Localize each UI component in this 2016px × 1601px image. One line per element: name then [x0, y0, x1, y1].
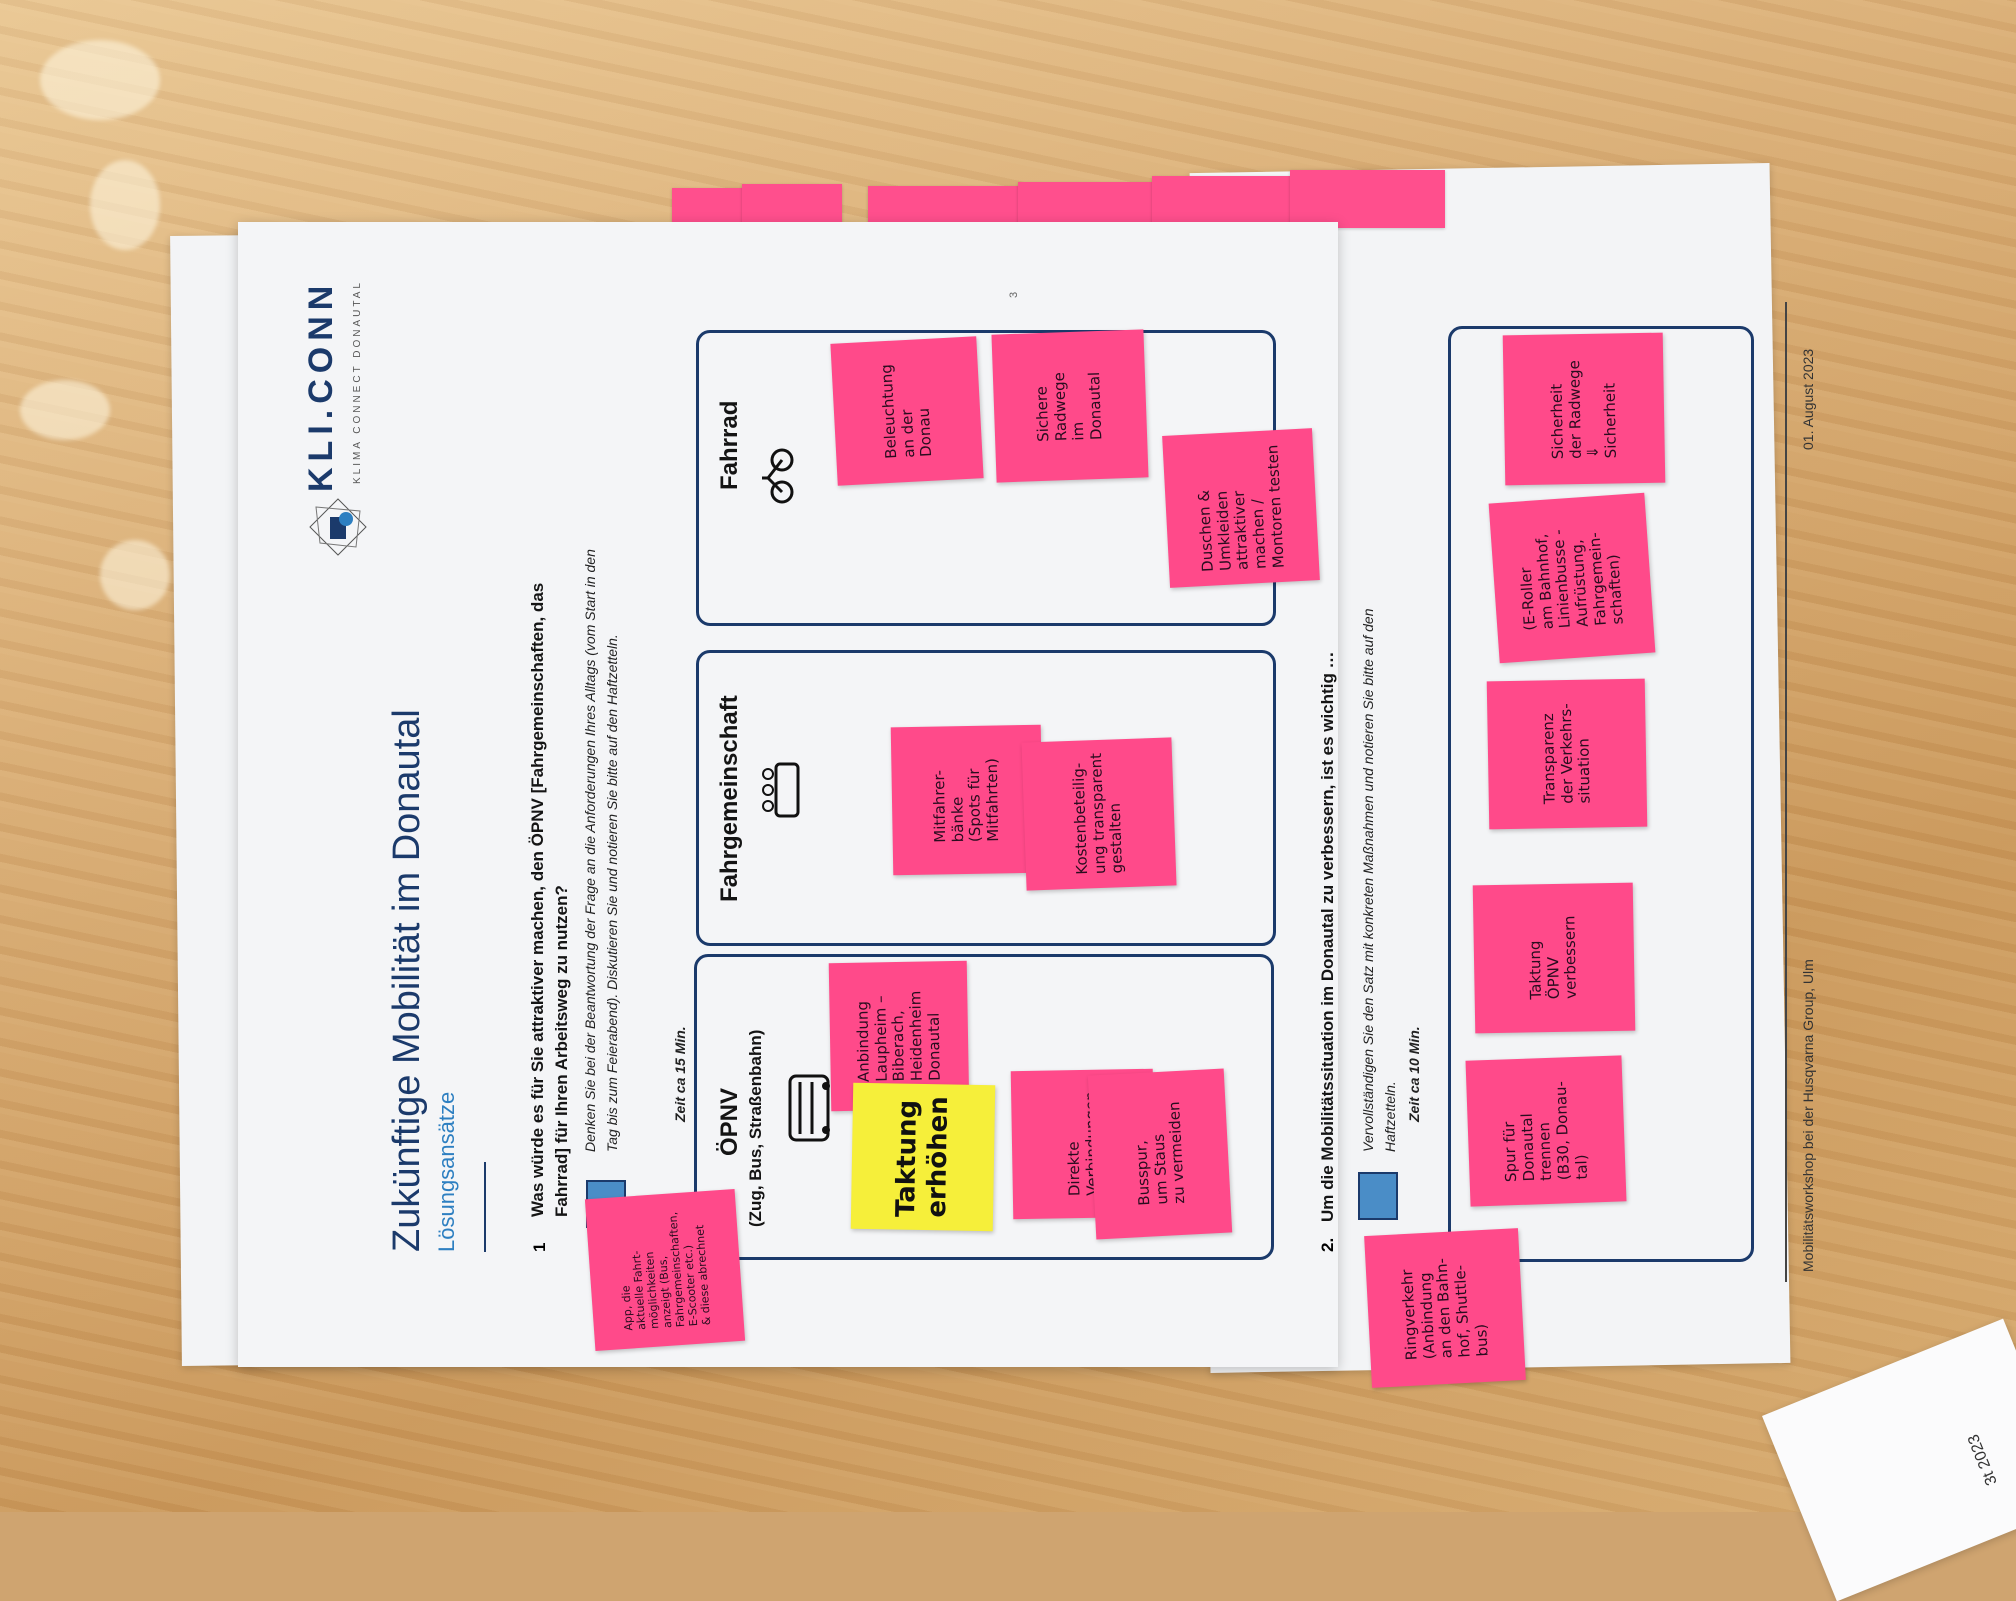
q1-text: Fahrrad] für Ihren Arbeitsweg zu nutzen?: [552, 885, 571, 1217]
top-sticky-note: [1290, 170, 1445, 228]
q1-text: Was würde es für Sie attraktiver machen,…: [528, 582, 547, 1217]
footer-left: Mobilitätsworkshop bei der Husqvarna Gro…: [1800, 959, 1816, 1272]
q1-number: 1: [530, 1242, 549, 1252]
sticky-note-radwege: Sichere Radwege im Donautal: [991, 329, 1149, 483]
box-oepnv-title: ÖPNV: [716, 1087, 743, 1156]
page-number: 3: [1008, 291, 1020, 298]
page-title: Zukünftige Mobilität im Donautal: [386, 709, 428, 1252]
q2-hint: Haftzetteln.: [1382, 1081, 1398, 1152]
tram-icon: [786, 1070, 832, 1148]
sticky-note-duschen: Duschen & Umkleiden attraktiver machen /…: [1162, 428, 1320, 588]
sticky-note-sicherheit: Sicherheit der Radwege ⇓ Sicherheit: [1502, 332, 1666, 486]
top-sticky-note: [1152, 176, 1302, 228]
box-oepnv: [694, 954, 1274, 1260]
carpool-icon: [758, 760, 802, 820]
sticky-note-mitfahrer: Mitfahrer- bänke (Spots für Mitfahrten): [890, 724, 1044, 876]
title-underline: [484, 1162, 486, 1252]
sticky-note-busspur: Busspur, um Staus zu vermeiden: [1087, 1068, 1233, 1240]
top-sticky-note: [742, 184, 842, 224]
sticky-note-kosten: Kostenbeteilig- ung transparent gestalte…: [1021, 737, 1177, 891]
box-fahrgemeinschaft-title: Fahrgemeinschaft: [716, 695, 743, 902]
footer-rule: [1785, 302, 1787, 1282]
q2-text: Um die Mobilitätssituation im Donautal z…: [1318, 651, 1337, 1222]
sticky-note-e-roller: (E-Roller am Bahnhof, Linienbusse - Aufr…: [1488, 492, 1656, 664]
box-fahrgemeinschaft: [696, 650, 1276, 946]
sunlight-spot: [20, 380, 110, 440]
box-fahrrad-title: Fahrrad: [716, 400, 743, 490]
sticky-note-spur: Spur für Donautal trennen (B30, Donau- t…: [1465, 1055, 1627, 1207]
page-subtitle: Lösungsansätze: [434, 1091, 459, 1252]
q2-hint: Vervollständigen Sie den Satz mit konkre…: [1360, 608, 1376, 1152]
sticky-note-transparenz: Transparenz der Verkehrs- situation: [1486, 678, 1648, 830]
sunlight-spot: [100, 540, 170, 610]
bicycle-icon: [758, 448, 806, 504]
q1-time: Zeit ca 15 Min.: [672, 1026, 688, 1122]
sticky-note-beleuchtung: Beleuchtung an der Donau: [830, 336, 984, 486]
sunlight-spot: [90, 160, 160, 250]
corner-date: 3t 2023: [1965, 1431, 2001, 1488]
sunlight-spot: [40, 40, 160, 120]
sticky-note-ringverkehr: Ringverkehr (Anbindung an den Bahn- hof,…: [1364, 1228, 1526, 1388]
box-oepnv-subtitle: (Zug, Bus, Straßenbahn): [746, 1029, 765, 1227]
logo-tagline: KLIMA CONNECT DONAUTAL: [352, 280, 363, 484]
logo-text: KLI.CONN: [302, 279, 340, 492]
document-icon: [1358, 1172, 1398, 1220]
q1-hint: Denken Sie bei der Beantwortung der Frag…: [582, 549, 598, 1152]
q2-number: 2.: [1318, 1237, 1337, 1252]
footer-right: 01. August 2023: [1800, 348, 1816, 450]
q2-time: Zeit ca 10 Min.: [1406, 1026, 1422, 1122]
top-sticky-note: [1018, 182, 1168, 228]
q1-hint: Tag bis zum Feierabend). Diskutieren Sie…: [604, 634, 620, 1152]
top-sticky-note: [868, 186, 1018, 228]
sticky-note-taktung-oepnv: Taktung ÖPNV verbessern: [1472, 882, 1636, 1034]
sticky-note-app: App, die aktuelle Fahrt- möglichkeiten a…: [584, 1188, 746, 1352]
logo-mark: [308, 497, 368, 557]
box-answers: [1448, 326, 1754, 1262]
sticky-note-taktung-erhoehen: Taktung erhöhen: [850, 1082, 996, 1232]
